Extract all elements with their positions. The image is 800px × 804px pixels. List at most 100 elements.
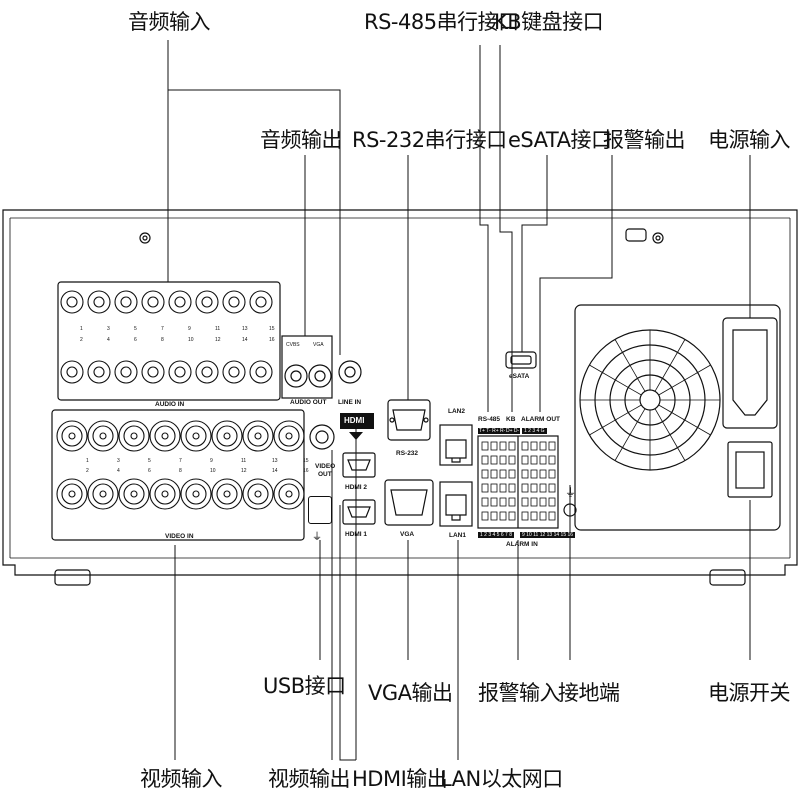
audio-jack [249, 360, 273, 384]
label-audio-out: AUDIO OUT [290, 399, 327, 406]
terminal-pin [548, 441, 556, 451]
terminal-pin [548, 455, 556, 465]
terminal-pin [539, 511, 547, 521]
grille-spoke [654, 339, 686, 392]
power-switch [727, 441, 773, 498]
callout-lan: LAN以太网口 [440, 767, 563, 791]
ground-icon: ⏚ [565, 486, 576, 499]
terminal-pin [539, 483, 547, 493]
grille-spoke [654, 408, 686, 461]
terminal-pin [481, 483, 489, 493]
video-bnc [56, 420, 88, 452]
callout-usb: USB接口 [263, 674, 346, 698]
fan-grille-icon [580, 330, 720, 470]
bnc-connectors [56, 290, 305, 510]
terminal-pin [530, 441, 538, 451]
callout-alarm-in: 报警输入 [478, 681, 561, 705]
video-channel-number: 11 [241, 458, 247, 464]
label-video-in: VIDEO IN [165, 533, 194, 540]
callout-rs232: RS-232串行接口 [352, 128, 507, 152]
terminal-pin [548, 469, 556, 479]
audio-jack [222, 360, 246, 384]
callout-ground: 接地端 [558, 681, 620, 705]
vga-port [384, 479, 434, 526]
audio-jack [141, 290, 165, 314]
terminal-pin [490, 483, 498, 493]
audio-jack [249, 290, 273, 314]
callout-vga-out: VGA输出 [368, 681, 453, 705]
terminal-pin [508, 455, 516, 465]
terminal-pin [481, 469, 489, 479]
video-bnc [56, 478, 88, 510]
terminal-pin [530, 483, 538, 493]
grille-spoke [658, 404, 711, 436]
video-bnc [149, 420, 181, 452]
terminal-pin [530, 455, 538, 465]
terminal-pin [499, 483, 507, 493]
callout-audio-out: 音频输出 [260, 128, 343, 152]
video-bnc [118, 420, 150, 452]
audio-jack [195, 290, 219, 314]
terminal-pin [521, 483, 529, 493]
terminal-pin [521, 497, 529, 507]
terminal-pin [499, 497, 507, 507]
video-channel-number: 6 [148, 468, 151, 474]
audio-channel-number: 7 [161, 326, 164, 332]
foot-right [709, 569, 746, 586]
label-alarm-in-nums-1: 1 2 3 4 5 6 7 8 [478, 532, 514, 538]
label-hdmi1: HDMI 1 [345, 531, 368, 538]
rs232-port [387, 399, 431, 441]
label-esata: eSATA [509, 373, 530, 380]
terminal-pin [490, 441, 498, 451]
callout-esata: eSATA接口 [508, 128, 612, 152]
terminal-pin [508, 511, 516, 521]
video-channel-number: 15 [303, 458, 309, 464]
label-alarm-in-nums-2: 9 10 11 12 13 14 15 16 [520, 532, 576, 538]
label-vga: VGA [400, 531, 415, 538]
video-bnc [211, 420, 243, 452]
terminal-pin [539, 455, 547, 465]
video-bnc [87, 478, 119, 510]
terminal-pin [508, 483, 516, 493]
audio-channel-number: 8 [161, 337, 164, 343]
audio-channel-number: 2 [80, 337, 83, 343]
power-inlet [722, 317, 778, 429]
video-in-panel [51, 409, 305, 541]
lan2-port [439, 424, 473, 466]
label-rs485-pins: T+ T- R+ R- [478, 428, 507, 434]
label-rs485: RS-485 [478, 416, 501, 423]
terminal-pin [481, 497, 489, 507]
video-bnc [180, 478, 212, 510]
callout-rs485: RS-485串行接口 [364, 10, 519, 34]
terminal-pin [539, 441, 547, 451]
label-kb: KB [506, 416, 516, 423]
terminal-pin [539, 497, 547, 507]
label-kb-pins: D+ D- [505, 428, 521, 434]
grille-spoke [614, 339, 646, 392]
callout-hdmi-out: HDMI输出 [352, 767, 448, 791]
terminal-pin [530, 497, 538, 507]
audio-channel-number: 4 [107, 337, 110, 343]
video-bnc [87, 420, 119, 452]
terminal-pin [521, 469, 529, 479]
esata-port [505, 351, 537, 369]
usb-icon: ⏚ [312, 532, 322, 543]
video-channel-number: 3 [117, 458, 120, 464]
video-bnc [273, 478, 305, 510]
video-channel-number: 7 [179, 458, 182, 464]
terminal-pin [508, 497, 516, 507]
label-video-out-1: VIDEO [315, 463, 336, 470]
terminal-pin [490, 455, 498, 465]
label-line-in: LINE IN [338, 399, 362, 406]
video-bnc [149, 478, 181, 510]
video-channel-number: 4 [117, 468, 120, 474]
audio-jack [168, 360, 192, 384]
video-bnc [242, 420, 274, 452]
terminal-pin [530, 511, 538, 521]
video-channel-number: 5 [148, 458, 151, 464]
hdmi2-port [342, 452, 376, 478]
label-hdmi2: HDMI 2 [345, 484, 368, 491]
terminal-pin [521, 441, 529, 451]
audio-channel-number: 16 [269, 337, 275, 343]
